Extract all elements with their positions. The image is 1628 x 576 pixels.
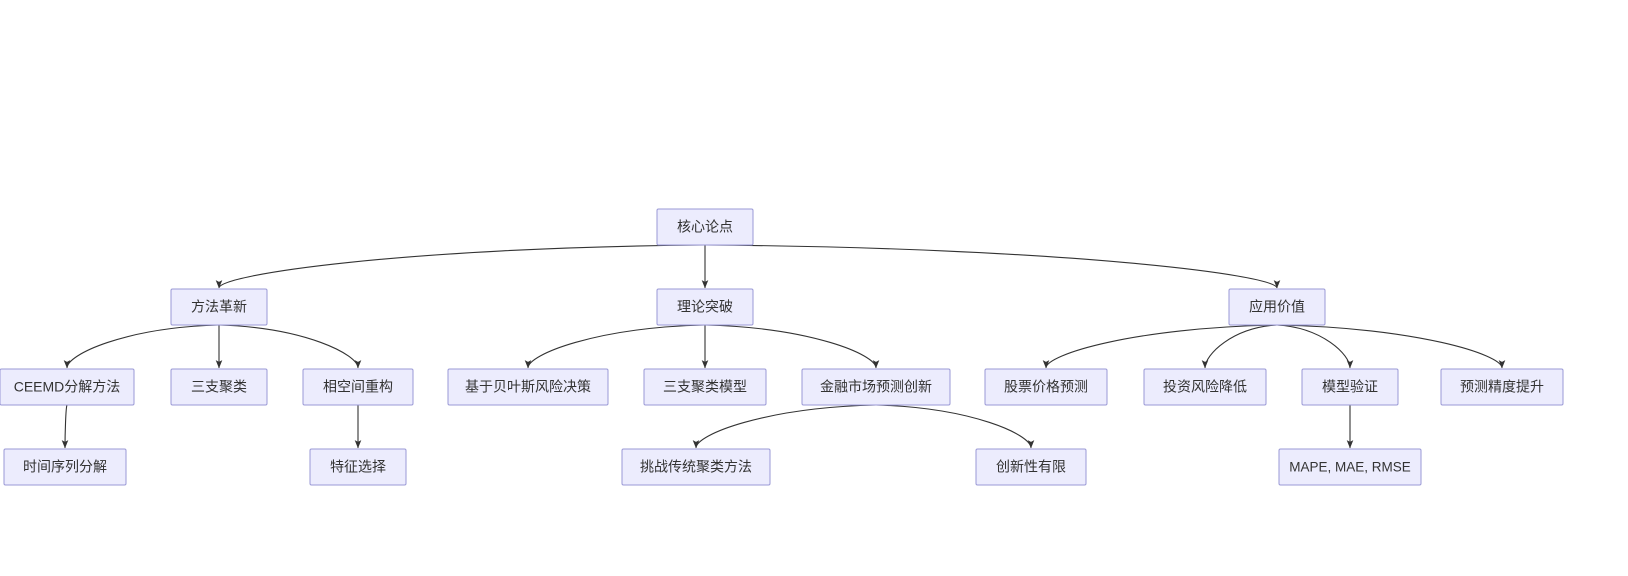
node-box-n1c[interactable] xyxy=(302,368,414,406)
node-box-n3[interactable] xyxy=(1228,288,1326,326)
node-root[interactable]: 核心论点 xyxy=(656,208,754,246)
node-box-n2b[interactable] xyxy=(643,368,767,406)
node-n3d[interactable]: 预测精度提升 xyxy=(1440,368,1564,406)
node-box-n3c1[interactable] xyxy=(1278,448,1422,486)
node-label-n1c1: 特征选择 xyxy=(330,459,386,475)
node-label-n2c: 金融市场预测创新 xyxy=(820,379,932,395)
node-n1[interactable]: 方法革新 xyxy=(170,288,268,326)
node-label-n1a1: 时间序列分解 xyxy=(23,459,107,475)
node-label-n2: 理论突破 xyxy=(677,299,733,315)
node-box-n1[interactable] xyxy=(170,288,268,326)
node-label-n1a: CEEMD分解方法 xyxy=(14,379,121,395)
node-box-root[interactable] xyxy=(656,208,754,246)
node-n2[interactable]: 理论突破 xyxy=(656,288,754,326)
node-label-n3: 应用价值 xyxy=(1249,299,1305,315)
node-n2c1[interactable]: 挑战传统聚类方法 xyxy=(621,448,771,486)
node-n1a[interactable]: CEEMD分解方法 xyxy=(0,368,135,406)
node-n1b[interactable]: 三支聚类 xyxy=(170,368,268,406)
node-n3c[interactable]: 模型验证 xyxy=(1301,368,1399,406)
edge-n2-to-n2c xyxy=(704,324,880,369)
node-box-n3d[interactable] xyxy=(1440,368,1564,406)
node-box-n2[interactable] xyxy=(656,288,754,326)
node-n3a[interactable]: 股票价格预测 xyxy=(984,368,1108,406)
edge-root-to-n3 xyxy=(704,244,1281,289)
node-label-n3a: 股票价格预测 xyxy=(1004,379,1088,395)
node-n2c2[interactable]: 创新性有限 xyxy=(975,448,1087,486)
node-box-n1a[interactable] xyxy=(0,368,135,406)
node-n2c[interactable]: 金融市场预测创新 xyxy=(801,368,951,406)
node-label-n2c1: 挑战传统聚类方法 xyxy=(640,459,752,475)
node-box-n1a1[interactable] xyxy=(3,448,127,486)
node-box-n2c2[interactable] xyxy=(975,448,1087,486)
node-box-n1b[interactable] xyxy=(170,368,268,406)
node-label-root: 核心论点 xyxy=(677,219,733,235)
node-box-n3c[interactable] xyxy=(1301,368,1399,406)
edge-n3-to-n3a xyxy=(1042,324,1278,369)
node-box-n1c1[interactable] xyxy=(309,448,407,486)
edge-n2c-to-n2c1 xyxy=(692,404,877,449)
node-n3c1[interactable]: MAPE, MAE, RMSE xyxy=(1278,448,1422,486)
node-box-n3b[interactable] xyxy=(1143,368,1267,406)
edge-n2-to-n2a xyxy=(524,324,706,369)
node-label-n2c2: 创新性有限 xyxy=(996,459,1066,475)
edge-n2c-to-n2c2 xyxy=(875,404,1035,449)
node-n1c1[interactable]: 特征选择 xyxy=(309,448,407,486)
node-box-n3a[interactable] xyxy=(984,368,1108,406)
edge-n1a-to-n1a1 xyxy=(61,404,69,449)
node-n1c[interactable]: 相空间重构 xyxy=(302,368,414,406)
node-n1a1[interactable]: 时间序列分解 xyxy=(3,448,127,486)
node-n2b[interactable]: 三支聚类模型 xyxy=(643,368,767,406)
node-n3[interactable]: 应用价值 xyxy=(1228,288,1326,326)
node-label-n3c: 模型验证 xyxy=(1322,379,1378,395)
edges-layer xyxy=(61,244,1506,449)
node-label-n3d: 预测精度提升 xyxy=(1460,379,1544,395)
edge-n3-to-n3d xyxy=(1276,324,1506,369)
node-n3b[interactable]: 投资风险降低 xyxy=(1143,368,1267,406)
edge-n3-to-n3c xyxy=(1276,324,1354,369)
node-label-n3c1: MAPE, MAE, RMSE xyxy=(1289,460,1411,475)
edge-root-to-n1 xyxy=(215,244,706,289)
edge-n1-to-n1c xyxy=(218,324,362,369)
node-label-n2b: 三支聚类模型 xyxy=(663,379,747,395)
node-label-n1b: 三支聚类 xyxy=(191,379,247,395)
node-box-n2a[interactable] xyxy=(447,368,609,406)
edge-n1-to-n1a xyxy=(63,324,220,369)
node-label-n1: 方法革新 xyxy=(191,299,247,315)
node-label-n3b: 投资风险降低 xyxy=(1163,379,1247,395)
node-label-n1c: 相空间重构 xyxy=(323,379,393,395)
node-box-n2c1[interactable] xyxy=(621,448,771,486)
node-label-n2a: 基于贝叶斯风险决策 xyxy=(465,379,591,395)
node-box-n2c[interactable] xyxy=(801,368,951,406)
edge-n3-to-n3b xyxy=(1201,324,1278,369)
node-n2a[interactable]: 基于贝叶斯风险决策 xyxy=(447,368,609,406)
